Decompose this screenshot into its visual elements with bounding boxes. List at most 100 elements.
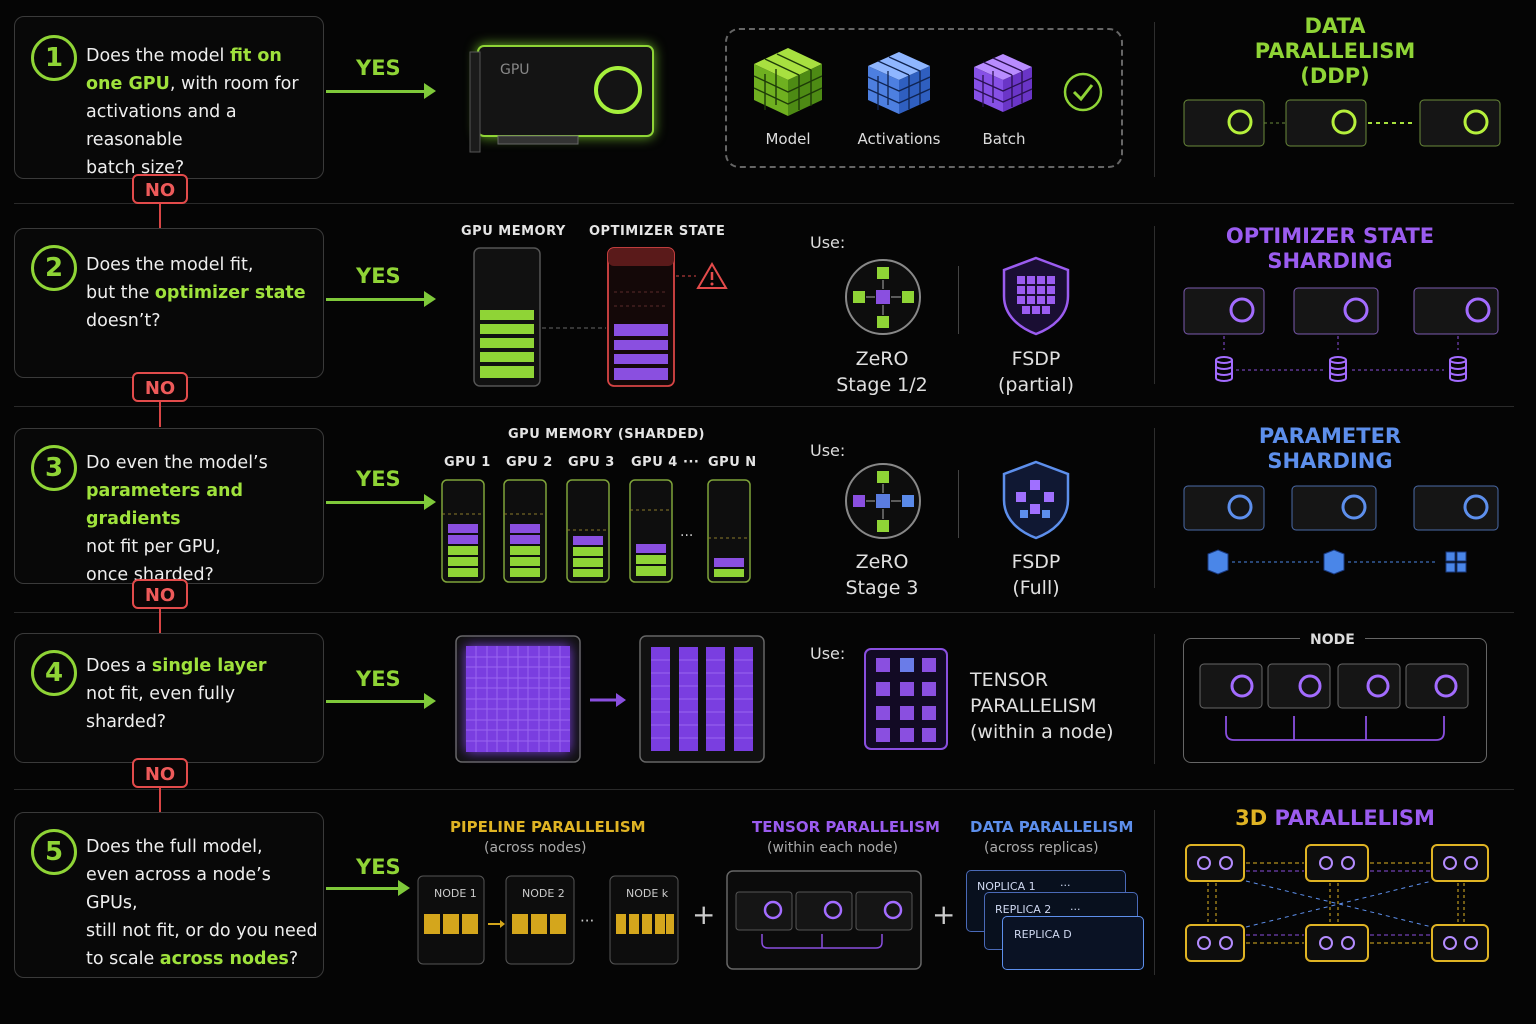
gpu-label: GPU 1	[444, 455, 491, 470]
arrow-head-icon	[424, 494, 436, 510]
yes-label: YES	[356, 56, 401, 80]
use-label: Use:	[810, 233, 846, 252]
gpu-label: GPU 4	[631, 455, 678, 470]
step-number: 5	[31, 829, 77, 875]
yes-label: YES	[356, 467, 401, 491]
arrow-head-icon	[398, 880, 410, 896]
no-badge: NO	[132, 579, 188, 609]
data-parallelism-title: DATA PARALLELISM	[970, 818, 1134, 836]
tensor-matrix-icon	[455, 635, 581, 763]
no-badge: NO	[132, 758, 188, 788]
tensor-parallel-icon	[864, 648, 948, 750]
optimizer-state-label: OPTIMIZER STATE	[589, 224, 726, 239]
yes-arrow	[326, 90, 426, 93]
use-label: Use:	[810, 644, 846, 663]
fit-item-label: Activations	[857, 130, 941, 148]
gpu-label: GPU 3	[568, 455, 615, 470]
ellipsis: ···	[680, 528, 694, 544]
node-label: NODE	[1300, 632, 1365, 648]
fit-box	[725, 28, 1123, 168]
tensor-node-group	[726, 870, 922, 970]
yes-label: YES	[356, 264, 401, 288]
gpu-card-icon	[1285, 99, 1367, 147]
gpu-card-icon	[1419, 99, 1501, 147]
zero-stage3-icon	[845, 463, 921, 539]
replica-card	[1002, 916, 1144, 970]
pipeline-node-label: NODE 2	[522, 887, 565, 900]
column-divider	[1154, 226, 1155, 384]
replica-label: REPLICA 2	[995, 903, 1052, 916]
pipeline-parallelism-title: PIPELINE PARALLELISM	[450, 818, 646, 836]
question-text: Does the model fit,but the optimizer sta…	[86, 255, 306, 331]
gpu-label: GPU 2	[506, 455, 553, 470]
technique-fsdp-partial: FSDP(partial)	[998, 348, 1074, 396]
divider	[958, 266, 959, 334]
data-parallelism-subtitle: (across replicas)	[984, 840, 1099, 856]
question-box-2: 2 Does the model fit,but the optimizer s…	[14, 228, 324, 378]
sharded-gpu-memory-bars	[441, 479, 751, 583]
column-divider	[1154, 22, 1155, 177]
shield-icon	[1002, 256, 1070, 336]
column-divider	[1154, 428, 1155, 588]
strategy-title-3d-parallelism: 3D PARALLELISM	[1235, 806, 1435, 830]
activations-cube-icon	[867, 52, 931, 114]
3d-parallelism-grid	[1185, 844, 1489, 962]
gpu-card-icon	[1183, 99, 1265, 147]
step-number: 2	[31, 245, 77, 291]
use-label: Use:	[810, 441, 846, 460]
no-badge: NO	[132, 372, 188, 402]
pipeline-node-label: NODE k	[626, 887, 669, 900]
step-number: 4	[31, 650, 77, 696]
replica-label: REPLICA D	[1014, 928, 1072, 941]
no-badge: NO	[132, 174, 188, 204]
arrow-head-icon	[424, 693, 436, 709]
divider	[958, 470, 959, 538]
shield-icon	[1002, 460, 1070, 540]
column-divider	[1154, 634, 1155, 764]
arrow-head-icon	[424, 291, 436, 307]
row-divider	[14, 612, 1514, 613]
memory-bars	[473, 247, 696, 387]
row-divider	[14, 789, 1514, 790]
gpu-label: GPU N	[708, 455, 757, 470]
tensor-parallelism-title: TENSOR PARALLELISM	[752, 818, 940, 836]
question-text: Does the full model,even across a node’s…	[86, 837, 318, 969]
arrow-head-icon	[424, 83, 436, 99]
plus-icon: +	[932, 898, 956, 931]
row-divider	[14, 406, 1514, 407]
model-cube-icon	[753, 48, 823, 116]
pipeline-parallelism-subtitle: (across nodes)	[484, 840, 587, 856]
tensor-parallelism-subtitle: (within each node)	[767, 840, 898, 856]
gpu-memory-label: GPU MEMORY	[461, 224, 566, 239]
fit-item-label: Model	[765, 130, 811, 148]
question-box-5: 5 Does the full model,even across a node…	[14, 812, 324, 978]
gpu-card-icon	[469, 45, 654, 153]
yes-arrow	[326, 700, 426, 703]
plus-icon: +	[692, 898, 716, 931]
yes-arrow	[326, 887, 398, 890]
check-circle-icon	[1063, 72, 1103, 112]
no-connector	[159, 377, 161, 427]
yes-arrow	[326, 298, 426, 301]
technique-fsdp-full: FSDP(Full)	[1011, 551, 1061, 599]
ddp-gpu-group	[1183, 99, 1501, 147]
step-number: 1	[31, 35, 77, 81]
replica-label: NOPLICA 1	[977, 880, 1036, 893]
zero-stage-icon	[845, 259, 921, 335]
column-divider	[1154, 810, 1155, 975]
yes-label: YES	[356, 667, 401, 691]
row-divider	[14, 203, 1514, 204]
yes-label: YES	[356, 855, 401, 879]
ellipsis: ···	[580, 912, 595, 930]
replica-dots: ...	[1070, 900, 1081, 913]
batch-cube-icon	[973, 54, 1033, 112]
